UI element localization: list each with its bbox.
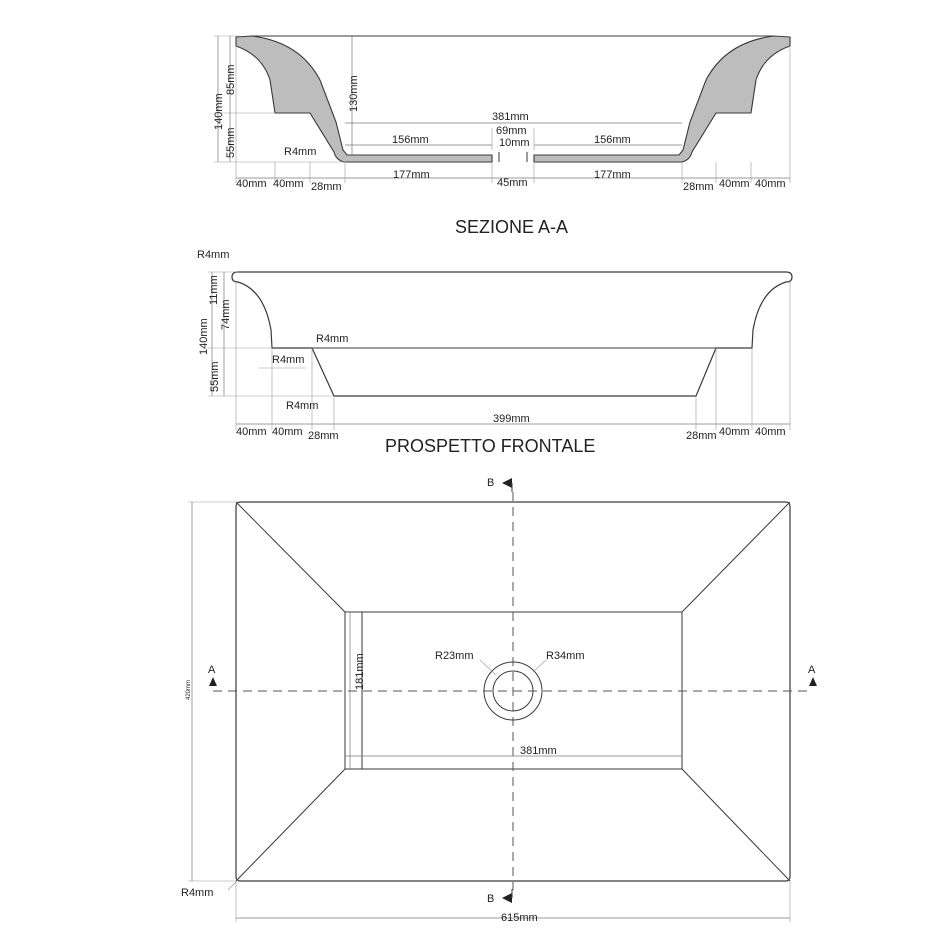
- section-dim-right-a: 40mm: [755, 178, 786, 190]
- plan-dim-floor-depth: 181mm: [354, 653, 366, 690]
- section-left-wall: [235, 35, 493, 163]
- marker-a-right-arrow-icon: [809, 677, 817, 686]
- marker-a-left-arrow-icon: [209, 677, 217, 686]
- front-dim-flare-height: 74mm: [220, 299, 232, 330]
- section-dim-radius: R4mm: [284, 146, 316, 158]
- front-title: PROSPETTO FRONTALE: [385, 436, 595, 456]
- section-dim-total-height: 140mm: [213, 93, 225, 130]
- section-dim-inner-width: 381mm: [492, 111, 529, 123]
- marker-b-top: B: [487, 477, 494, 489]
- marker-b-bottom: B: [487, 893, 494, 905]
- section-right-wall: [533, 35, 791, 163]
- front-dim-bottom-width: 399mm: [493, 413, 530, 425]
- front-dim-radius-bottom: R4mm: [286, 400, 318, 412]
- front-dim-left-c: 28mm: [308, 430, 339, 442]
- plan-dim-corner-radius: R4mm: [181, 887, 213, 899]
- section-view: 140mm 85mm 55mm 130mm R4mm 381mm 156mm 6…: [213, 35, 791, 237]
- section-dim-bottom-center: 45mm: [497, 177, 528, 189]
- section-dim-left-a: 40mm: [236, 178, 267, 190]
- drain-inner-circle: [492, 670, 534, 712]
- front-dim-left-b: 40mm: [272, 426, 303, 438]
- plan-dim-drain-outer-radius: R34mm: [546, 650, 585, 662]
- front-dim-right-a: 40mm: [755, 426, 786, 438]
- drain-outer-circle: [483, 661, 543, 721]
- plan-view: R23mm R34mm 181mm 381mm 420mm R4mm 615mm…: [181, 477, 817, 924]
- section-dim-floor-left: 156mm: [392, 134, 429, 146]
- section-dim-rim-height: 85mm: [225, 64, 237, 95]
- front-dim-right-c: 28mm: [686, 430, 717, 442]
- section-title: SEZIONE A-A: [455, 217, 568, 237]
- front-dim-radius-top: R4mm: [197, 249, 229, 261]
- front-dim-rim-thickness: 11mm: [208, 275, 220, 305]
- front-dim-left-a: 40mm: [236, 426, 267, 438]
- front-dim-right-b: 40mm: [719, 426, 750, 438]
- section-dim-base-height: 55mm: [225, 127, 237, 158]
- front-dim-total-height: 140mm: [198, 318, 210, 355]
- section-dim-right-c: 28mm: [683, 181, 714, 193]
- plan-dim-total-width: 615mm: [501, 912, 538, 924]
- front-dim-radius-shoulder: R4mm: [316, 333, 348, 345]
- section-dim-left-b: 40mm: [273, 178, 304, 190]
- section-dim-floor-right: 156mm: [594, 134, 631, 146]
- section-dim-bottom-left: 177mm: [393, 169, 430, 181]
- marker-a-left: A: [208, 664, 216, 676]
- section-dim-bottom-right: 177mm: [594, 169, 631, 181]
- marker-b-top-arrow-icon: [502, 478, 512, 488]
- front-dim-radius-inner: R4mm: [272, 354, 304, 366]
- front-dim-base-height: 55mm: [209, 361, 221, 392]
- front-view: R4mm 11mm 74mm 140mm 55mm R4mm R4mm R4mm…: [197, 249, 793, 456]
- marker-a-right: A: [808, 664, 816, 676]
- section-dim-inner-depth: 130mm: [348, 75, 360, 112]
- plan-dim-total-depth: 420mm: [186, 680, 192, 700]
- section-dim-left-c: 28mm: [311, 181, 342, 193]
- plan-dim-floor-width: 381mm: [520, 745, 557, 757]
- section-dim-right-b: 40mm: [719, 178, 750, 190]
- section-dim-drain-inner: 10mm: [499, 137, 530, 149]
- section-dim-drain-outer: 69mm: [496, 125, 527, 137]
- marker-b-bottom-arrow-icon: [502, 893, 512, 903]
- plan-dim-drain-inner-radius: R23mm: [435, 650, 474, 662]
